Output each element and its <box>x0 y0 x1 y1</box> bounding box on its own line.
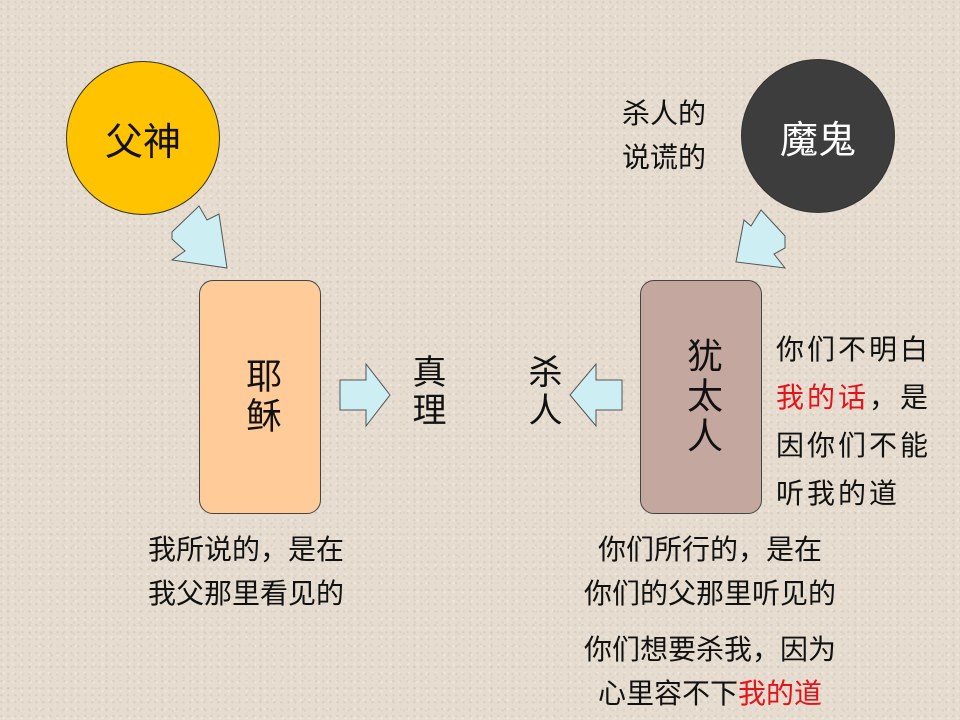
jews-caption-line3: 你们想要杀我，因为 <box>583 633 836 666</box>
devil-note: 杀人的 说谎的 <box>622 92 706 180</box>
caption-line4-plain: 心里容不下 <box>597 677 738 710</box>
jesus-caption-line2: 我父那里看见的 <box>148 577 345 610</box>
jews-caption-line2: 你们的父那里听见的 <box>583 577 836 610</box>
devil-note-line2: 说谎的 <box>622 141 707 174</box>
devil-circle: 魔鬼 <box>741 59 895 213</box>
devil-note-line1: 杀人的 <box>622 97 707 130</box>
side-line1: 你们不明白 <box>776 333 932 366</box>
side-line2-highlight: 我的话 <box>776 381 870 414</box>
jews-side-text: 你们不明白 我的话，是 因你们不能 听我的道 <box>776 326 931 518</box>
side-line3: 因你们不能 <box>776 429 932 462</box>
jews-caption-line4: 心里容不下我的道 <box>560 672 860 716</box>
jesus-caption-line1: 我所说的，是在 <box>148 533 345 566</box>
devil-label: 魔鬼 <box>779 117 856 162</box>
jews-caption-line1: 你们所行的，是在 <box>597 533 822 566</box>
jews-label: 犹太人 <box>681 337 722 457</box>
murder-label: 杀人 <box>522 354 562 430</box>
father-god-circle: 父神 <box>66 61 220 215</box>
jesus-box: 耶稣 <box>199 280 321 514</box>
caption-line4-highlight: 我的道 <box>738 677 823 710</box>
jews-box: 犹太人 <box>640 280 762 514</box>
jews-caption-2: 你们想要杀我，因为 心里容不下我的道 <box>560 628 860 716</box>
jesus-caption: 我所说的，是在 我父那里看见的 <box>148 528 344 616</box>
truth-label: 真理 <box>406 354 446 430</box>
jews-caption: 你们所行的，是在 你们的父那里听见的 <box>560 528 860 616</box>
side-line2-rest: ，是 <box>869 381 932 414</box>
side-line2: 我的话，是 <box>776 374 931 422</box>
side-line4: 听我的道 <box>776 477 901 510</box>
father-god-label: 父神 <box>104 119 181 164</box>
jesus-label: 耶稣 <box>240 357 281 437</box>
